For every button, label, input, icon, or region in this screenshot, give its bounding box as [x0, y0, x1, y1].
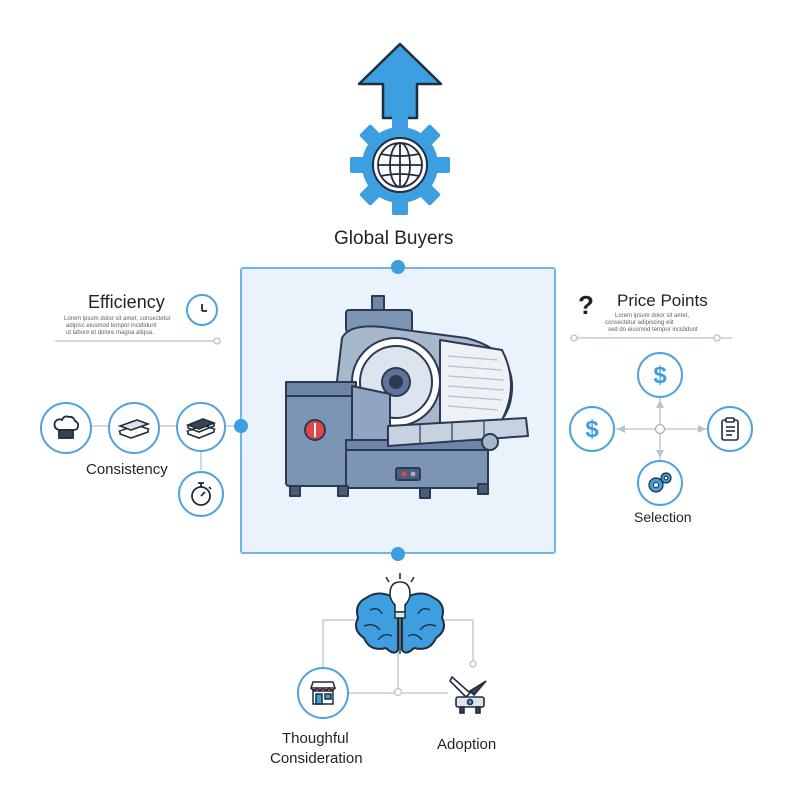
panel-top-dot — [391, 260, 405, 274]
efficiency-text-line-2: adipisc eiusmod tempor incididunt — [66, 323, 157, 329]
meat-stack-icon — [176, 402, 226, 452]
dollar-icon-top: $ — [637, 352, 683, 398]
clipboard-icon — [707, 406, 753, 452]
price-points-title: Price Points — [617, 291, 708, 310]
globe-gear-icon — [350, 115, 450, 215]
efficiency-text-line-1: Lorem ipsum dolor sit amet, consectetur — [64, 316, 171, 322]
stopwatch-icon — [178, 471, 224, 517]
dollar-icon-left: $ — [569, 406, 615, 452]
selection-label: Selection — [634, 509, 692, 525]
clock-icon — [186, 294, 218, 326]
meat-slicer-icon — [285, 295, 529, 499]
thoughtful-label-line2: Consideration — [270, 750, 363, 767]
chef-hat-icon — [40, 402, 92, 454]
adoption-label: Adoption — [437, 736, 497, 753]
consistency-label: Consistency — [86, 461, 168, 478]
price-text-line-2: consectetur adipiscing elit — [605, 320, 674, 326]
panel-bottom-dot — [391, 547, 405, 561]
price-text-line-3: sed do eiusmod tempor incididunt — [608, 327, 698, 333]
svg-text:$: $ — [585, 416, 599, 443]
efficiency-text-line-3: ut labore et dolore magna aliqua. — [66, 330, 154, 336]
efficiency-title: Efficiency — [88, 292, 165, 312]
storefront-icon — [297, 667, 349, 719]
thoughtful-label-line1: Thoughful — [282, 730, 349, 747]
brain-bulb-icon — [355, 573, 445, 654]
global-buyers-title: Global Buyers — [334, 228, 454, 249]
slicer-knife-icon — [449, 675, 487, 714]
gears-icon — [637, 460, 683, 506]
svg-text:$: $ — [653, 362, 667, 389]
panel-left-dot — [234, 419, 248, 433]
question-mark: ? — [578, 290, 594, 320]
meat-slices-icon — [108, 402, 160, 454]
price-text-line-1: Lorem ipsum dolor sit amet, — [615, 313, 690, 319]
